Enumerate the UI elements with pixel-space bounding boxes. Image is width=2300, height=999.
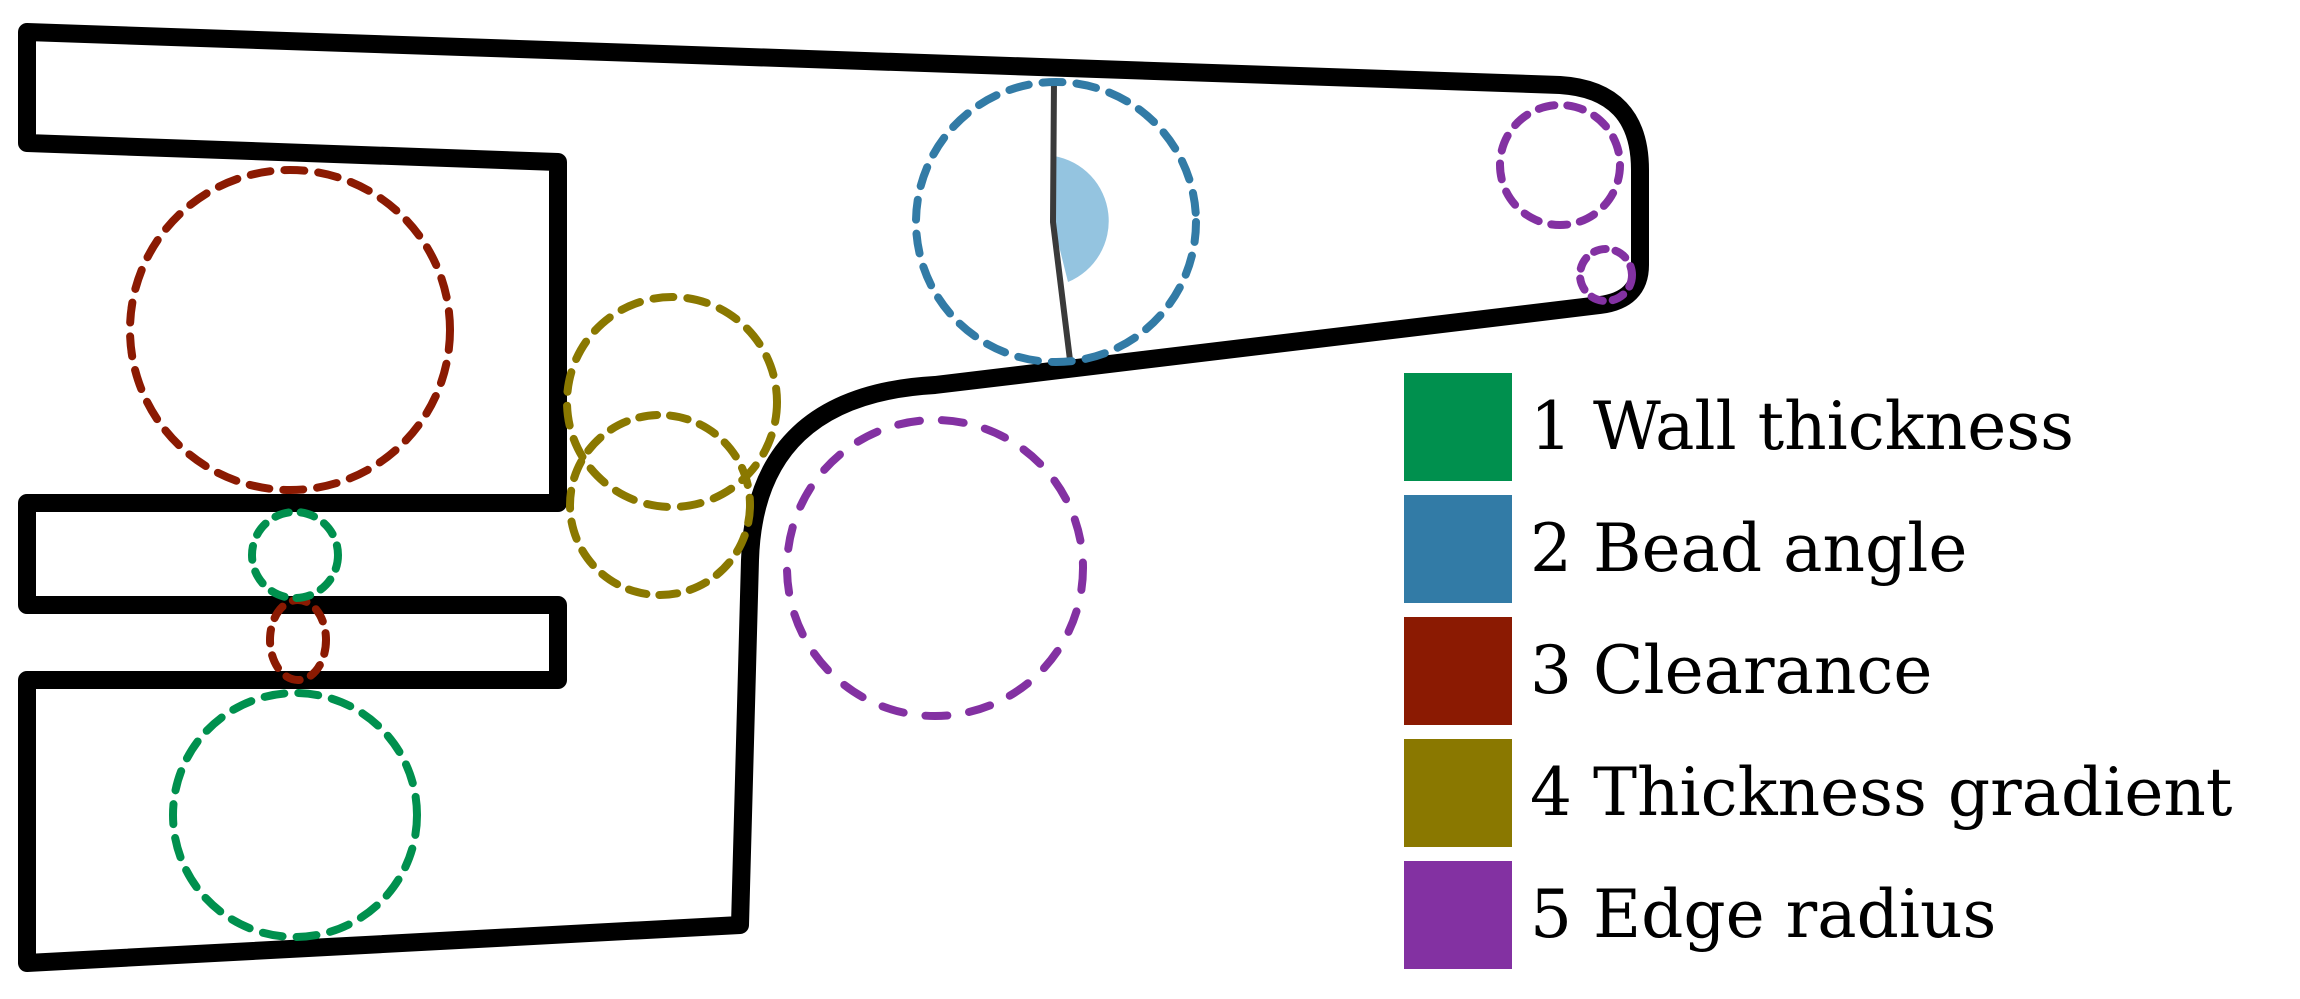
legend-label: 5 Edge radius bbox=[1530, 876, 1997, 953]
clearance-circle-large bbox=[126, 166, 454, 494]
legend-label: 3 Clearance bbox=[1530, 632, 1933, 709]
legend-item-edge-radius: 5 Edge radius bbox=[1404, 854, 2232, 976]
legend-item-bead-angle: 2 Bead angle bbox=[1404, 488, 2232, 610]
thickness-gradient-circle-upper bbox=[563, 293, 781, 511]
edge-radius-circle-corner-lower bbox=[1576, 245, 1636, 305]
part-outline bbox=[18, 23, 1649, 972]
legend-label: 2 Bead angle bbox=[1530, 510, 1968, 587]
thickness-gradient-circle-lower bbox=[566, 411, 754, 599]
legend-item-wall-thickness: 1 Wall thickness bbox=[1404, 366, 2232, 488]
legend: 1 Wall thickness 2 Bead angle 3 Clearanc… bbox=[1404, 366, 2232, 976]
legend-item-clearance: 3 Clearance bbox=[1404, 610, 2232, 732]
bead-angle-fill bbox=[1053, 156, 1109, 282]
legend-swatch bbox=[1404, 373, 1512, 481]
legend-swatch bbox=[1404, 617, 1512, 725]
legend-swatch bbox=[1404, 861, 1512, 969]
edge-radius-circle-large bbox=[783, 416, 1087, 720]
legend-label: 4 Thickness gradient bbox=[1530, 754, 2233, 831]
legend-item-thickness-gradient: 4 Thickness gradient bbox=[1404, 732, 2232, 854]
wall-thickness-circle-small bbox=[248, 508, 342, 602]
bead-line bbox=[1050, 79, 1073, 361]
wall-thickness-circle-large bbox=[169, 689, 421, 941]
legend-swatch bbox=[1404, 495, 1512, 603]
legend-label: 1 Wall thickness bbox=[1530, 388, 2075, 465]
edge-radius-circle-corner-upper bbox=[1496, 101, 1624, 229]
bead-angle-circle bbox=[912, 78, 1200, 366]
legend-swatch bbox=[1404, 739, 1512, 847]
